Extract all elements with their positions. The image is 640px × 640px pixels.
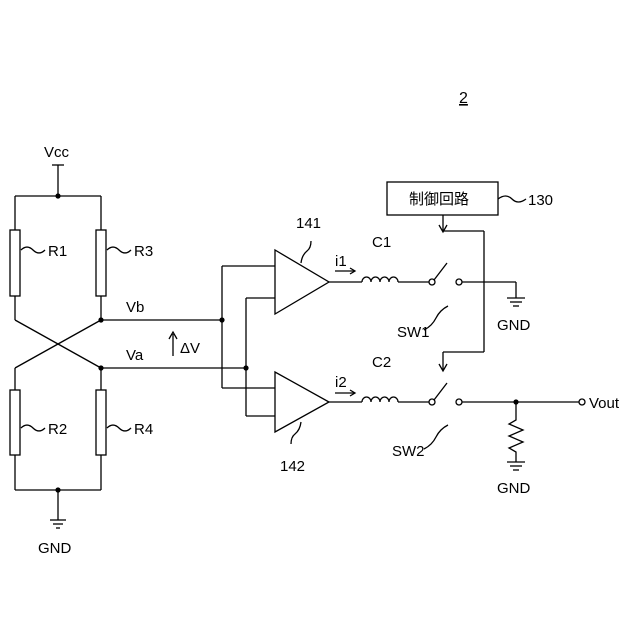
sw1-gnd-label: GND <box>497 317 531 334</box>
resistor-r1 <box>10 230 20 296</box>
c2-label: C2 <box>372 354 391 371</box>
switch-sw2-terminal-out <box>456 399 462 405</box>
amplifier-input-wiring <box>222 266 275 416</box>
i2-label: i2 <box>335 374 347 391</box>
vcc-label: Vcc <box>44 144 70 161</box>
c1-label: C1 <box>372 234 391 251</box>
control-line-sw2 <box>439 231 484 371</box>
r2-label: R2 <box>48 421 67 438</box>
switch-sw2-blade <box>434 383 447 400</box>
ground-symbol <box>507 462 525 470</box>
output-load-resistor <box>509 402 523 462</box>
control-line-sw1 <box>439 215 447 232</box>
vcc-terminal-symbol <box>52 165 64 196</box>
sw1-label: SW1 <box>397 324 430 341</box>
r1-label: R1 <box>48 243 67 260</box>
switch-sw1-terminal-out <box>456 279 462 285</box>
amp-142-label: 142 <box>280 458 305 475</box>
vb-label: Vb <box>126 299 144 316</box>
resistor-r2 <box>10 390 20 455</box>
inductor-c1 <box>362 277 398 282</box>
delta-v-arrow <box>169 332 177 356</box>
va-label: Va <box>126 347 144 364</box>
junction-dot <box>243 365 248 370</box>
ground-symbol <box>507 298 525 306</box>
figure-number: 2 <box>459 90 468 107</box>
resistor-r4 <box>96 390 106 455</box>
inductor-c2 <box>362 397 398 402</box>
amplifier-142 <box>275 372 329 432</box>
bridge-gnd-label: GND <box>38 540 72 557</box>
output-gnd-label: GND <box>497 480 531 497</box>
junction-dot <box>55 193 60 198</box>
sw2-label: SW2 <box>392 443 425 460</box>
r4-label: R4 <box>134 421 153 438</box>
switch-sw1-blade <box>434 263 447 280</box>
vout-terminal <box>579 399 585 405</box>
control-circuit-ref: 130 <box>528 192 553 209</box>
vout-label: Vout <box>589 395 620 412</box>
control-circuit-label: 制御回路 <box>409 191 469 208</box>
bridge-wiring <box>15 196 101 490</box>
junction-dot <box>219 317 224 322</box>
ground-symbol <box>50 490 66 528</box>
i1-label: i1 <box>335 253 347 270</box>
delta-v-label: ΔV <box>180 340 200 357</box>
amp-141-label: 141 <box>296 215 321 232</box>
resistor-r3 <box>96 230 106 296</box>
r3-label: R3 <box>134 243 153 260</box>
